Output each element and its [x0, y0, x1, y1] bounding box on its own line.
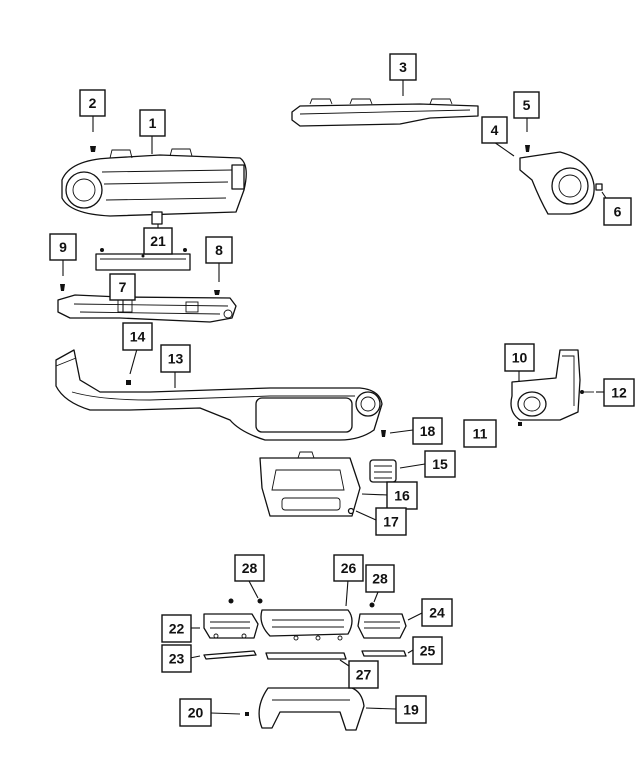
screw-part-28-left — [228, 598, 263, 604]
svg-text:27: 27 — [356, 667, 372, 683]
svg-text:3: 3 — [399, 59, 407, 75]
clip-part-6 — [595, 183, 603, 191]
svg-text:26: 26 — [341, 560, 357, 576]
svg-text:22: 22 — [169, 621, 185, 637]
callout-23: 23 — [161, 644, 192, 673]
support-bracket-part-7 — [57, 294, 237, 323]
callout-27: 27 — [348, 660, 379, 689]
svg-text:21: 21 — [150, 233, 166, 249]
svg-text:15: 15 — [432, 456, 448, 472]
callout-20: 20 — [179, 698, 212, 727]
svg-text:2: 2 — [89, 95, 97, 111]
svg-text:5: 5 — [523, 97, 531, 113]
clip-part-14 — [126, 380, 131, 385]
seal-strip-part-23 — [203, 650, 257, 660]
right-bezel-part-4 — [519, 151, 595, 215]
svg-text:8: 8 — [215, 242, 223, 258]
svg-text:18: 18 — [420, 423, 436, 439]
screw-part-12 — [580, 390, 594, 394]
callout-12: 12 — [603, 378, 635, 407]
svg-text:23: 23 — [169, 651, 185, 667]
svg-text:4: 4 — [491, 122, 499, 138]
svg-text:9: 9 — [59, 239, 67, 255]
callout-4: 4 — [481, 116, 508, 144]
svg-text:28: 28 — [372, 571, 388, 587]
svg-text:24: 24 — [429, 605, 445, 621]
svg-text:20: 20 — [188, 705, 204, 721]
svg-text:6: 6 — [614, 204, 622, 220]
callout-13: 13 — [160, 344, 191, 373]
svg-text:1: 1 — [149, 115, 157, 131]
center-stack-bezel-part-16 — [259, 451, 361, 517]
callout-10: 10 — [504, 343, 535, 372]
clip-part-20 — [245, 712, 249, 716]
clip-part-11 — [518, 422, 522, 426]
upper-trim-bar-part-3 — [291, 98, 479, 127]
callout-1: 1 — [139, 109, 166, 137]
callout-6: 6 — [603, 197, 632, 226]
callout-7: 7 — [109, 273, 136, 301]
svg-text:17: 17 — [383, 514, 399, 530]
seal-strip-part-25 — [361, 650, 407, 657]
callout-24: 24 — [421, 598, 453, 627]
svg-text:16: 16 — [394, 488, 410, 504]
callout-3: 3 — [389, 53, 417, 81]
callout-22: 22 — [161, 614, 192, 643]
svg-text:7: 7 — [119, 279, 127, 295]
callout-19: 19 — [395, 695, 427, 724]
callout-21: 21 — [143, 227, 173, 255]
callout-11: 11 — [463, 419, 497, 448]
callout-2: 2 — [79, 89, 106, 117]
callout-25: 25 — [412, 636, 443, 665]
svg-text:14: 14 — [130, 329, 146, 345]
svg-text:13: 13 — [168, 351, 184, 367]
callout-28-right: 28 — [365, 564, 395, 593]
right-vent-part-24 — [357, 613, 407, 639]
svg-text:11: 11 — [473, 426, 488, 442]
svg-text:25: 25 — [420, 643, 436, 659]
callout-17: 17 — [375, 507, 407, 536]
screw-part-5 — [525, 145, 530, 152]
svg-text:10: 10 — [512, 350, 528, 366]
small-bezel-part-15 — [369, 459, 397, 483]
callout-8: 8 — [205, 236, 233, 264]
cluster-lens-part-21 — [95, 248, 191, 271]
callout-26: 26 — [333, 554, 364, 582]
callout-15: 15 — [424, 450, 456, 478]
instrument-panel-trim-part-13 — [55, 349, 383, 441]
right-side-trim-part-10 — [510, 349, 581, 421]
seal-strip-part-27 — [265, 652, 347, 660]
callout-16: 16 — [386, 481, 418, 510]
clip-part-17 — [347, 507, 355, 515]
callout-5: 5 — [513, 91, 540, 119]
callout-18: 18 — [412, 417, 443, 445]
callout-9: 9 — [49, 233, 77, 261]
leader-lines — [62, 80, 607, 715]
callout-28-left: 28 — [234, 554, 265, 582]
lower-bezel-part-19 — [258, 687, 365, 731]
screw-part-28-right — [369, 602, 375, 608]
screw-part-18 — [381, 430, 386, 437]
callout-14: 14 — [122, 322, 153, 351]
clip-part-8 — [214, 290, 220, 295]
svg-text:19: 19 — [403, 702, 419, 718]
svg-text:28: 28 — [242, 560, 258, 576]
left-vent-part-22 — [203, 613, 259, 639]
center-vent-part-26 — [260, 609, 353, 641]
screw-part-9 — [60, 284, 65, 291]
svg-text:12: 12 — [611, 385, 627, 401]
clip-part-2 — [90, 146, 96, 152]
instrument-cluster-housing — [61, 148, 247, 225]
